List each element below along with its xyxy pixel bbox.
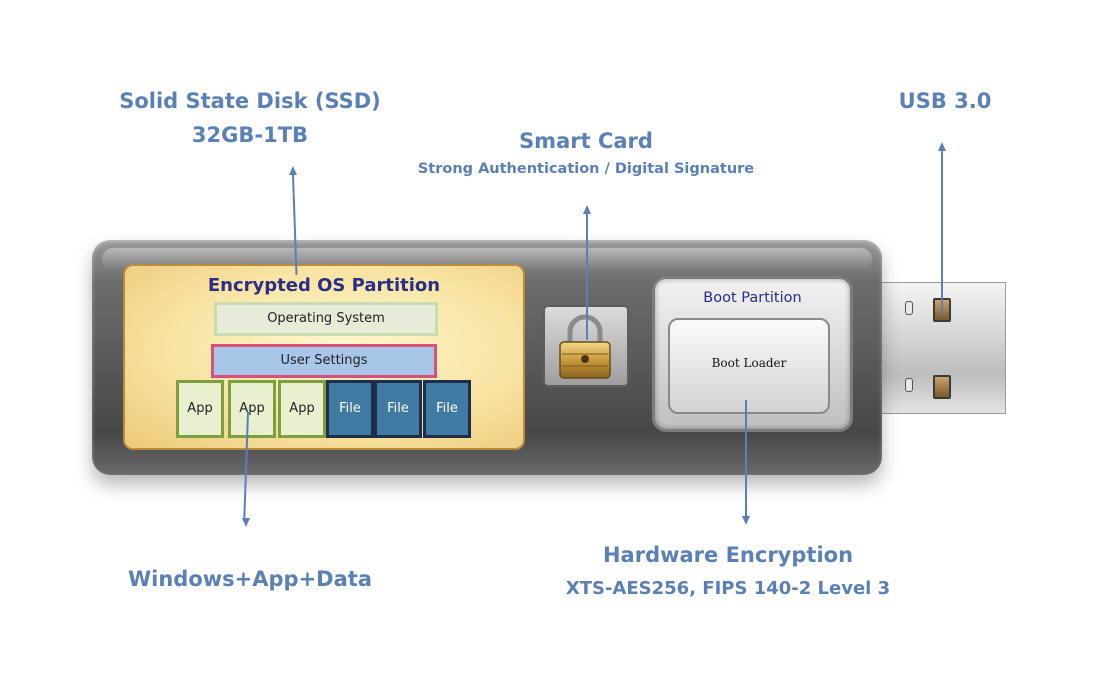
hardware-encryption-arrow-head (742, 516, 750, 525)
file-box: File (326, 380, 374, 438)
usb-label: USB 3.0 (898, 89, 992, 113)
hardware-encryption-subtitle: XTS-AES256, FIPS 140-2 Level 3 (565, 578, 891, 599)
hardware-encryption-arrow-line (745, 400, 747, 518)
ssd-arrow-head (289, 166, 297, 175)
connector-pin-top (905, 301, 913, 315)
app-box: App (228, 380, 276, 438)
hardware-encryption-callout: Hardware Encryption XTS-AES256, FIPS 140… (548, 538, 908, 606)
data-arrow-head (242, 518, 250, 527)
boot-loader-panel (668, 318, 830, 414)
windows-app-data-label: Windows+App+Data (128, 567, 372, 591)
usb-callout: USB 3.0 (870, 84, 1020, 118)
file-box: File (374, 380, 422, 438)
smart-card-subtitle: Strong Authentication / Digital Signatur… (417, 161, 755, 177)
smart-card-arrow-line (586, 214, 588, 340)
smart-card-arrow-head (583, 205, 591, 214)
usb-arrow-head (938, 142, 946, 151)
boot-loader-label: Boot Loader (711, 356, 787, 370)
smart-card-callout: Smart Card Strong Authentication / Digit… (386, 124, 786, 180)
ssd-label: Solid State Disk (SSD) (119, 89, 381, 113)
padlock-icon (559, 314, 611, 379)
app-box: App (176, 380, 224, 438)
usb-arrow-line (941, 151, 943, 314)
boot-partition-title: Boot Partition (703, 290, 802, 306)
ssd-callout: Solid State Disk (SSD) 32GB-1TB (90, 84, 410, 152)
usb-connector (866, 282, 1006, 414)
app-box: App (278, 380, 326, 438)
connector-pin-bottom (905, 378, 913, 392)
hardware-encryption-label: Hardware Encryption (602, 543, 854, 567)
data-callout: Windows+App+Data (105, 562, 395, 596)
operating-system-box: Operating System (214, 302, 438, 336)
ssd-capacity-label: 32GB-1TB (191, 123, 309, 147)
file-box: File (423, 380, 471, 438)
connector-slot-bottom (933, 375, 951, 399)
smart-card-label: Smart Card (519, 129, 653, 153)
os-partition-title: Encrypted OS Partition (207, 275, 441, 296)
user-settings-box: User Settings (211, 344, 437, 378)
